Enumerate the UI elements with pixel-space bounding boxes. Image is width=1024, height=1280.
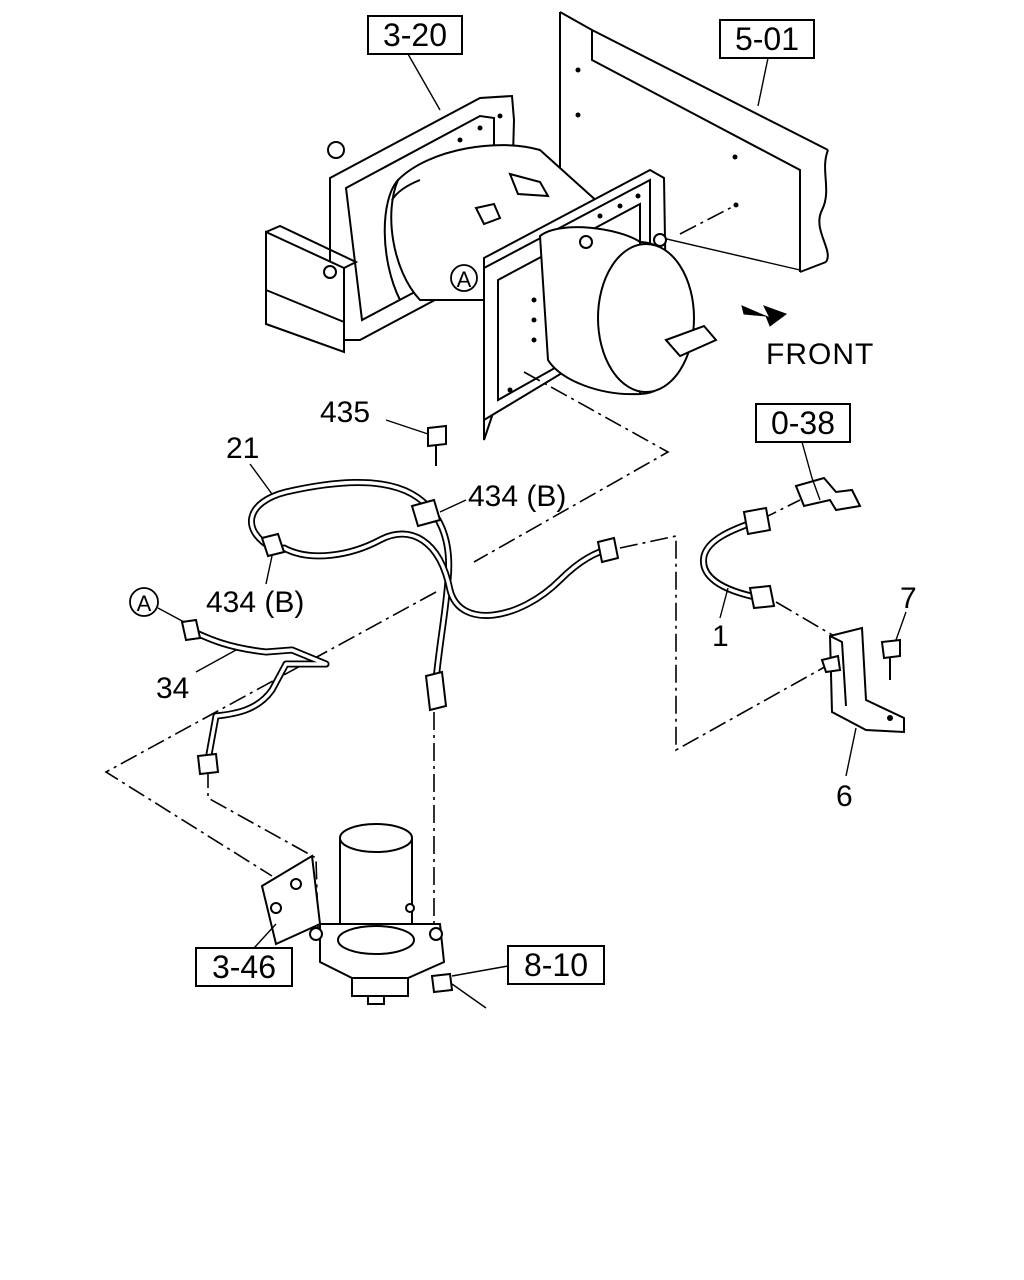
leader-434b-upper [439, 499, 467, 513]
front-arrow: FRONT [741, 305, 874, 371]
ref-box-8-10[interactable]: 8-10 [507, 945, 605, 985]
label-434b-upper: 434 (B) [468, 480, 566, 513]
leader-6 [845, 727, 857, 777]
air-dryer [260, 823, 446, 1005]
leader-434b-lower [265, 555, 273, 585]
label-434b-lower: 434 (B) [206, 586, 304, 619]
callout-a-lower-text: A [137, 591, 152, 616]
label-1: 1 [712, 620, 729, 653]
callout-a-lower: A [129, 587, 185, 623]
label-6: 6 [836, 780, 853, 813]
hose-1 [700, 506, 776, 610]
label-34: 34 [156, 672, 189, 705]
callout-a-upper-text: A [457, 267, 472, 292]
leader-right [619, 535, 831, 752]
leader-34 [195, 649, 237, 673]
ref-box-3-46[interactable]: 3-46 [195, 923, 293, 987]
leader-left-pipe [104, 591, 437, 877]
air-tank-assembly [265, 94, 718, 441]
front-label: FRONT [766, 338, 874, 371]
bolt-435 [385, 419, 447, 466]
label-7: 7 [900, 582, 917, 615]
leader-tank-pipe [473, 371, 670, 563]
bolt-7 [880, 638, 901, 680]
pipe-34 [180, 618, 330, 776]
ref-box-5-01[interactable]: 5-01 [719, 19, 815, 107]
pipe-21 [248, 479, 620, 712]
ref-box-3-20[interactable]: 3-20 [367, 15, 463, 111]
ref-box-0-38[interactable]: 0-38 [755, 403, 851, 479]
ref-3-46-text: 3-46 [212, 949, 276, 985]
label-21: 21 [226, 432, 259, 465]
leader-21 [249, 463, 273, 495]
connector-8-10 [430, 965, 509, 1009]
ref-0-38-text: 0-38 [771, 405, 835, 441]
elbow-fitting [794, 476, 862, 512]
leader-1 [719, 587, 729, 619]
ref-5-01-text: 5-01 [735, 21, 799, 57]
ref-3-20-text: 3-20 [383, 17, 447, 53]
leader-rail-hole [679, 204, 737, 235]
leader-7 [895, 611, 907, 641]
label-435: 435 [320, 396, 370, 429]
leader-hose-end [775, 601, 835, 637]
ref-8-10-text: 8-10 [524, 947, 588, 983]
callout-a-upper: A [450, 264, 478, 292]
bracket-6 [820, 626, 905, 734]
